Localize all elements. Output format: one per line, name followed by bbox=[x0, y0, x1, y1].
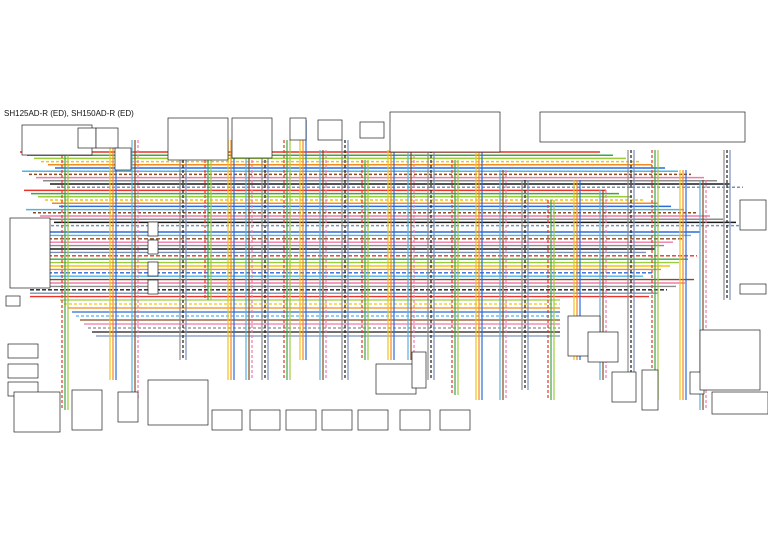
component-box bbox=[7, 363, 39, 379]
component-box bbox=[147, 239, 159, 255]
component-box bbox=[77, 127, 97, 149]
component-box bbox=[611, 371, 637, 403]
component-box bbox=[147, 221, 159, 237]
component-box bbox=[389, 111, 501, 153]
component-box bbox=[359, 121, 385, 139]
component-box bbox=[211, 409, 243, 431]
component-box bbox=[711, 391, 768, 415]
component-box bbox=[114, 147, 132, 171]
component-box bbox=[147, 279, 159, 295]
component-box bbox=[439, 409, 471, 431]
component-box bbox=[699, 329, 761, 391]
component-box bbox=[285, 409, 317, 431]
diagram-title: SH125AD-R (ED), SH150AD-R (ED) bbox=[4, 109, 134, 118]
component-box bbox=[317, 119, 343, 141]
component-box bbox=[739, 199, 767, 231]
component-box bbox=[375, 363, 417, 395]
component-box bbox=[321, 409, 353, 431]
component-box bbox=[411, 351, 427, 389]
component-box bbox=[587, 331, 619, 363]
component-box bbox=[739, 283, 767, 295]
component-box bbox=[9, 217, 51, 289]
component-box bbox=[5, 295, 21, 307]
component-blocks bbox=[5, 111, 768, 433]
component-box bbox=[13, 391, 61, 433]
component-box bbox=[167, 117, 229, 161]
component-box bbox=[7, 343, 39, 359]
component-box bbox=[399, 409, 431, 431]
component-box bbox=[147, 261, 159, 277]
component-box bbox=[289, 117, 307, 141]
component-box bbox=[641, 369, 659, 411]
component-box bbox=[71, 389, 103, 431]
wire-harness bbox=[20, 120, 749, 410]
component-box bbox=[249, 409, 281, 431]
component-box bbox=[147, 379, 209, 426]
component-box bbox=[95, 127, 119, 149]
component-box bbox=[539, 111, 746, 143]
component-box bbox=[231, 117, 273, 159]
component-box bbox=[357, 409, 389, 431]
component-box bbox=[117, 391, 139, 423]
